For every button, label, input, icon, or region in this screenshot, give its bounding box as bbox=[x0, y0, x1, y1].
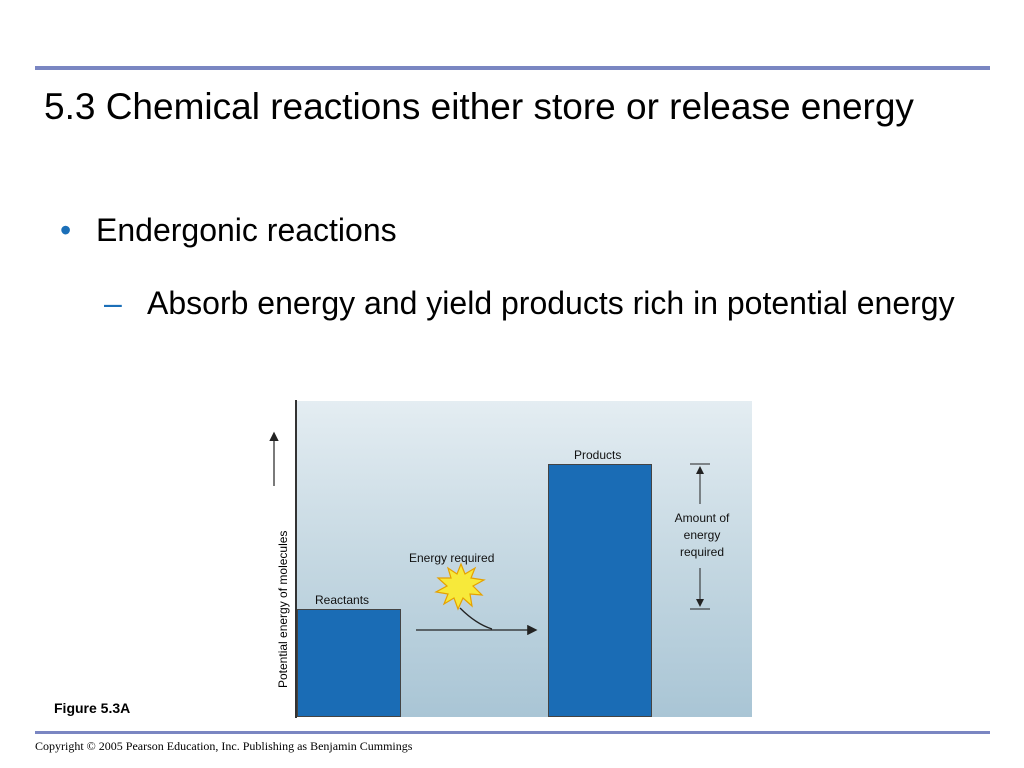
bullet-level-1: • Endergonic reactions bbox=[60, 209, 397, 251]
reactants-label: Reactants bbox=[315, 593, 370, 607]
diagram-annotations bbox=[269, 431, 710, 636]
copyright-notice: Copyright © 2005 Pearson Education, Inc.… bbox=[35, 739, 413, 753]
figure-caption: Figure 5.3A bbox=[54, 700, 131, 716]
bottom-rule bbox=[35, 731, 990, 734]
energy-diagram: Reactants Products Energy required Amoun… bbox=[262, 398, 754, 720]
energy-required-label: Energy required bbox=[409, 551, 495, 565]
dash-marker: – bbox=[104, 285, 122, 321]
slide-title: 5.3 Chemical reactions either store or r… bbox=[44, 86, 914, 127]
bullet-text: Endergonic reactions bbox=[96, 212, 397, 248]
reactants-bar bbox=[297, 609, 401, 717]
energy-difference-bracket bbox=[690, 463, 710, 610]
top-rule bbox=[35, 66, 990, 70]
y-axis-line bbox=[295, 400, 297, 718]
energy-input-arrow bbox=[459, 607, 493, 630]
sub-bullet-text: Absorb energy and yield products rich in… bbox=[147, 285, 955, 321]
bullet-level-2: – Absorb energy and yield products rich … bbox=[104, 282, 974, 324]
bullet-marker: • bbox=[60, 212, 72, 248]
products-bar bbox=[548, 464, 652, 717]
amount-of-energy-label: Amount of energy required bbox=[674, 511, 730, 559]
products-label: Products bbox=[574, 448, 622, 462]
energy-starburst-icon bbox=[434, 562, 486, 611]
